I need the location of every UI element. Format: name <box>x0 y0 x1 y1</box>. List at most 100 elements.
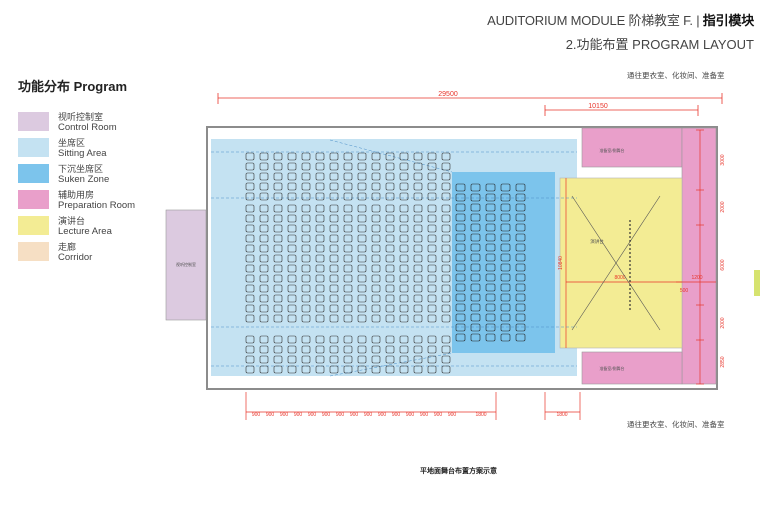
seat <box>413 214 423 223</box>
seat <box>329 284 339 293</box>
sunken-seat <box>470 313 481 322</box>
seat <box>399 214 409 223</box>
seat <box>441 264 451 273</box>
sunken-seat <box>500 183 511 192</box>
seat <box>413 314 423 323</box>
sunken-seat <box>485 253 496 262</box>
seat <box>259 274 269 283</box>
seat <box>245 294 255 303</box>
seat <box>371 294 381 303</box>
seat <box>399 192 409 201</box>
seat <box>315 355 325 364</box>
dim-bottom-7: 900 <box>336 412 345 418</box>
seat <box>315 254 325 263</box>
seat <box>371 284 381 293</box>
seat <box>315 314 325 323</box>
dims-right: 3000 2000 6000 2000 2850 <box>720 154 726 367</box>
seat <box>245 224 255 233</box>
dim-stage-front: 500 <box>680 288 689 294</box>
seat <box>357 214 367 223</box>
seat <box>399 264 409 273</box>
dim-stage-width: 8000 <box>614 275 625 281</box>
seat <box>245 365 255 374</box>
seat <box>385 224 395 233</box>
dim-right-5: 2850 <box>720 356 726 367</box>
sunken-seat <box>470 263 481 272</box>
seat <box>287 365 297 374</box>
seat <box>301 294 311 303</box>
seat <box>245 355 255 364</box>
seat <box>329 244 339 253</box>
seat <box>371 204 381 213</box>
sunken-seat <box>470 293 481 302</box>
seat <box>259 172 269 181</box>
seat <box>441 182 451 191</box>
control-room <box>165 209 207 321</box>
seat <box>343 304 353 313</box>
seat <box>343 264 353 273</box>
seat <box>427 314 437 323</box>
seat <box>441 284 451 293</box>
dim-bottom-8: 900 <box>350 412 359 418</box>
seat <box>329 264 339 273</box>
seat <box>287 172 297 181</box>
seat <box>273 192 283 201</box>
seat <box>371 274 381 283</box>
seat <box>273 284 283 293</box>
seat <box>343 244 353 253</box>
seat <box>245 214 255 223</box>
sunken-seat <box>455 283 466 292</box>
sunken-seat <box>470 253 481 262</box>
seat <box>287 345 297 354</box>
seat <box>245 264 255 273</box>
sunken-seat <box>470 333 481 342</box>
sunken-seat <box>455 263 466 272</box>
seat <box>343 365 353 374</box>
seat <box>371 355 381 364</box>
seat <box>315 274 325 283</box>
seat <box>371 192 381 201</box>
sunken-seat <box>455 253 466 262</box>
seat <box>329 214 339 223</box>
seat <box>287 214 297 223</box>
seat <box>441 345 451 354</box>
seat <box>301 314 311 323</box>
legend-swatch <box>18 190 49 209</box>
seat <box>399 152 409 161</box>
seat <box>357 244 367 253</box>
seat <box>273 162 283 171</box>
seat <box>357 264 367 273</box>
seat <box>245 284 255 293</box>
seat <box>329 152 339 161</box>
seat <box>427 335 437 344</box>
seat <box>385 162 395 171</box>
seat <box>441 274 451 283</box>
sunken-seating-grid <box>455 183 526 342</box>
seat <box>287 254 297 263</box>
seat <box>315 152 325 161</box>
sunken-seat <box>515 323 526 332</box>
dim-bottom-2: 900 <box>266 412 275 418</box>
seat <box>315 264 325 273</box>
seat <box>315 335 325 344</box>
sunken-seat <box>500 293 511 302</box>
seat <box>287 335 297 344</box>
seat <box>413 234 423 243</box>
seat <box>343 234 353 243</box>
sunken-seat <box>455 323 466 332</box>
seat <box>287 224 297 233</box>
seat <box>441 314 451 323</box>
sunken-seat <box>470 223 481 232</box>
seat <box>385 254 395 263</box>
seat <box>315 234 325 243</box>
sunken-seat <box>470 303 481 312</box>
seat <box>413 244 423 253</box>
sunken-seat <box>485 303 496 312</box>
seat <box>259 304 269 313</box>
seat <box>413 284 423 293</box>
dim-stage-side: 1200 <box>691 275 702 281</box>
seat <box>441 214 451 223</box>
sunken-seat <box>500 213 511 222</box>
note-top: 通往更衣室、化妆间、准备室 <box>627 71 725 80</box>
